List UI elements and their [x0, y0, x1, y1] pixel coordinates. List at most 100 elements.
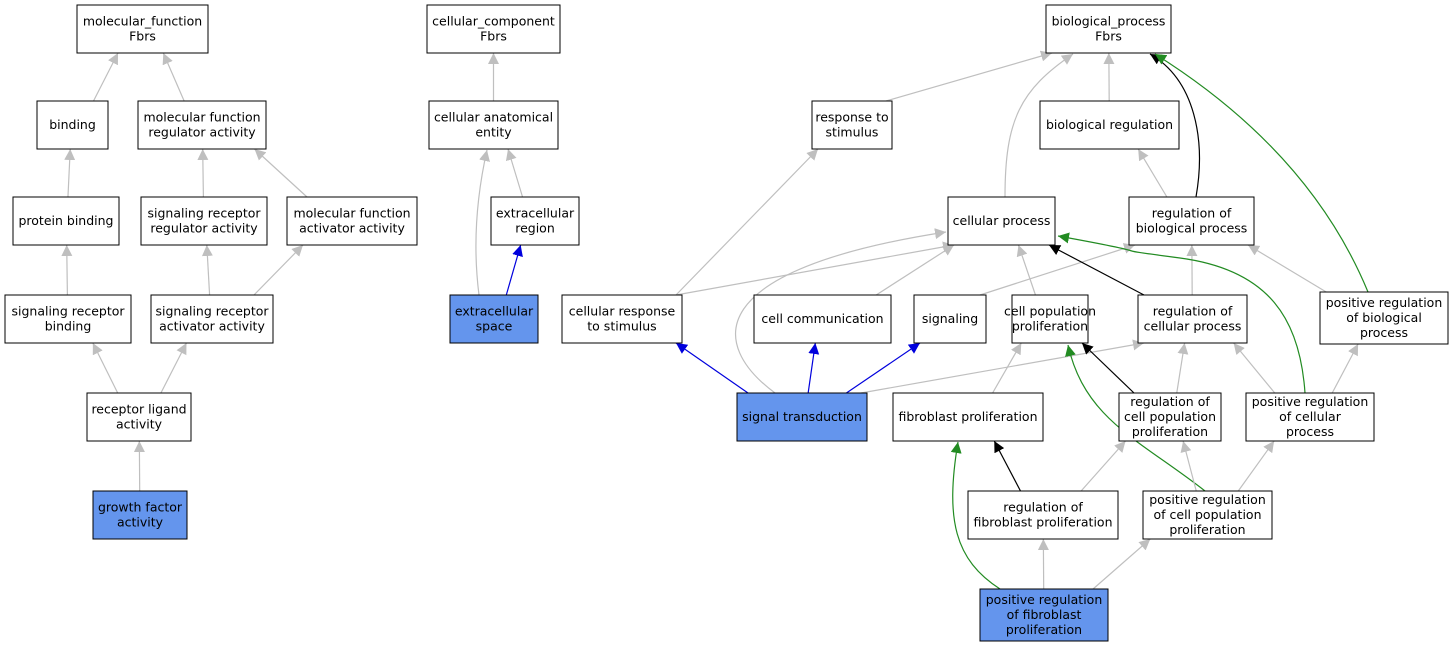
node-label: Fbrs: [129, 29, 156, 44]
node-label: cell population: [1124, 409, 1216, 424]
node-box: [1245, 392, 1375, 442]
node-pb[interactable]: protein binding: [12, 196, 120, 246]
node-box: [967, 490, 1119, 540]
node-box: [150, 294, 274, 344]
node-box: [947, 196, 1056, 246]
node-label: cellular_component: [432, 14, 555, 29]
node-box: [12, 196, 120, 246]
edge-rfp-to-fp: [993, 440, 1022, 492]
edge-srb-to-pb: [61, 244, 73, 296]
node-box: [92, 490, 188, 540]
node-label: fibroblast proliferation: [898, 409, 1037, 424]
node-label: cellular anatomical: [434, 110, 553, 125]
edge-prcpp-to-rcpp: [1180, 440, 1197, 492]
node-label: molecular function: [293, 206, 410, 221]
node-label: Fbrs: [1095, 29, 1122, 44]
node-cp[interactable]: cellular process: [947, 196, 1056, 246]
node-box: [1319, 291, 1449, 345]
node-label: space: [476, 319, 513, 334]
edge-prfp-to-prcpp: [1092, 538, 1151, 590]
node-label: cellular process: [1144, 319, 1242, 334]
edge-cp-to-bp: [1004, 53, 1074, 198]
node-box: [4, 294, 132, 344]
node-label: response to: [815, 110, 888, 125]
node-label: extracellular: [496, 206, 575, 221]
node-box: [137, 100, 267, 150]
node-box: [86, 392, 192, 442]
edge-prfp-to-fp: [950, 441, 1001, 590]
edge-binding-to-mf: [92, 52, 119, 102]
edge-cpp-to-cp: [1016, 244, 1037, 296]
node-fp[interactable]: fibroblast proliferation: [892, 392, 1044, 442]
node-box: [811, 100, 893, 150]
edge-rcpp-to-cpp: [1081, 342, 1135, 394]
node-label: signaling: [922, 311, 978, 326]
node-label: of cellular: [1279, 409, 1342, 424]
node-label: of biological: [1346, 310, 1422, 325]
node-box: [1045, 4, 1172, 54]
node-label: positive regulation: [1252, 394, 1369, 409]
node-label: proliferation: [1169, 522, 1245, 537]
node-box: [140, 196, 268, 246]
node-label: biological regulation: [1046, 117, 1173, 132]
edge-ccom-to-cp: [875, 244, 955, 296]
node-box: [979, 588, 1109, 642]
edge-st-to-ccom: [807, 342, 820, 394]
node-sig[interactable]: signaling: [913, 294, 987, 344]
node-label: signaling receptor: [155, 304, 269, 319]
node-label: extracellular: [455, 304, 534, 319]
edge-rla-to-sraa: [160, 342, 187, 394]
edge-prcp-to-rcp: [1233, 342, 1276, 394]
node-st[interactable]: signal transduction: [736, 392, 868, 442]
edge-sraa-to-srra: [201, 244, 213, 296]
node-label: proliferation: [1006, 622, 1082, 637]
edge-srra-to-mfra: [197, 148, 209, 198]
node-ccom[interactable]: cell communication: [753, 294, 892, 344]
edge-prcpp-to-prcp: [1237, 440, 1275, 492]
edge-es-to-er: [505, 244, 523, 296]
node-label: positive regulation: [1149, 492, 1266, 507]
node-label: molecular function: [143, 110, 260, 125]
node-label: cellular response: [569, 304, 676, 319]
node-label: growth factor: [98, 500, 183, 515]
node-label: regulation of: [1130, 394, 1210, 409]
node-label: of cell population: [1153, 507, 1261, 522]
node-box: [753, 294, 892, 344]
node-label: protein binding: [18, 213, 113, 228]
node-box: [1142, 490, 1273, 540]
node-breg[interactable]: biological regulation: [1039, 100, 1180, 150]
edges-layer: [61, 50, 1369, 590]
node-box: [1128, 196, 1255, 246]
node-label: binding: [45, 319, 92, 334]
node-box: [426, 4, 561, 54]
node-binding[interactable]: binding: [36, 100, 109, 150]
edge-prcp-to-prbp: [1331, 343, 1359, 394]
node-label: activity: [117, 515, 164, 530]
node-label: regulation of: [1152, 206, 1232, 221]
node-box: [1137, 294, 1248, 344]
